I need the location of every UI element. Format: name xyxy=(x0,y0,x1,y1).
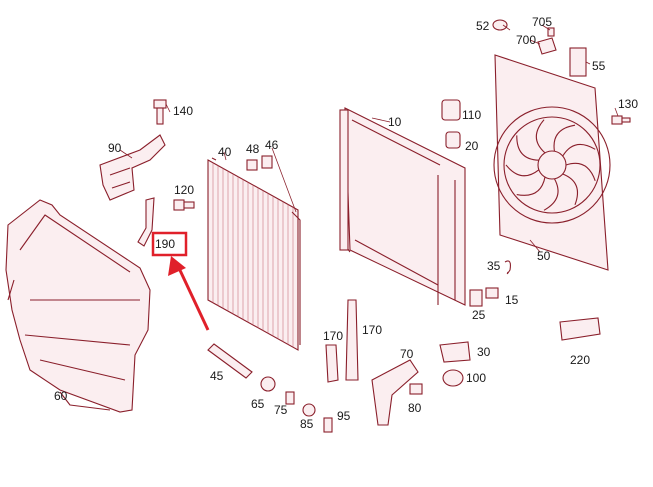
highlight-190 xyxy=(151,231,210,331)
part-20-container xyxy=(445,131,461,149)
label-10: 10 xyxy=(388,115,402,129)
label-75: 75 xyxy=(274,403,288,417)
part-90-bracket xyxy=(99,134,166,201)
fan-blade xyxy=(562,173,578,206)
part-75-bolt xyxy=(285,391,295,405)
fan-blade xyxy=(553,124,576,152)
part-85-washer xyxy=(302,403,316,417)
label-25: 25 xyxy=(472,308,486,322)
fan-blade xyxy=(505,164,540,177)
fan-blade xyxy=(516,135,539,161)
label-705: 705 xyxy=(532,15,552,29)
label-170-right: 170 xyxy=(362,323,382,337)
part-110-cap xyxy=(441,99,461,121)
fan-blade xyxy=(516,177,546,196)
part-55-relay xyxy=(569,47,587,77)
label-48: 48 xyxy=(246,142,260,156)
part-50-fan xyxy=(493,54,611,271)
label-80: 80 xyxy=(408,401,422,415)
label-220: 220 xyxy=(570,353,590,367)
label-85: 85 xyxy=(300,417,314,431)
label-35: 35 xyxy=(487,259,501,273)
fan-blade xyxy=(565,162,596,181)
label-52: 52 xyxy=(476,19,490,33)
label-120: 120 xyxy=(174,183,194,197)
label-95: 95 xyxy=(337,409,351,423)
part-52-cap xyxy=(492,19,508,31)
part-700-clip xyxy=(537,37,557,55)
label-170-left: 170 xyxy=(323,329,343,343)
label-55: 55 xyxy=(592,59,606,73)
label-190: 190 xyxy=(155,237,175,251)
label-15: 15 xyxy=(505,293,519,307)
fan-blade xyxy=(535,119,546,154)
fan-blade xyxy=(562,143,596,157)
part-30-mount xyxy=(439,341,471,363)
highlight-arrow-shaft xyxy=(176,265,210,331)
label-70: 70 xyxy=(400,347,414,361)
highlight-arrow-head xyxy=(168,256,186,276)
label-90: 90 xyxy=(108,141,122,155)
part-15-plug xyxy=(485,287,499,299)
part-190-strut xyxy=(137,197,155,247)
label-65: 65 xyxy=(251,397,265,411)
fan-blade xyxy=(543,178,559,211)
label-700: 700 xyxy=(516,33,536,47)
part-120-bolt xyxy=(173,199,195,211)
part-46-fitting xyxy=(261,155,273,169)
part-170-bracket-left xyxy=(325,344,339,383)
part-170-bracket-right xyxy=(345,299,359,381)
part-48-fitting xyxy=(246,159,258,171)
part-45-dryer xyxy=(207,343,253,379)
label-46: 46 xyxy=(265,138,279,152)
part-10-radiator xyxy=(339,107,466,306)
part-140-bolt xyxy=(153,99,167,125)
part-60-shroud xyxy=(5,199,151,413)
leader-lines xyxy=(119,24,619,253)
label-60: 60 xyxy=(54,389,68,403)
label-30: 30 xyxy=(477,345,491,359)
label-100: 100 xyxy=(466,371,486,385)
part-80-bolt xyxy=(409,383,423,395)
label-140: 140 xyxy=(173,104,193,118)
part-220-clip xyxy=(559,317,601,341)
label-130: 130 xyxy=(618,97,638,111)
part-130-bolt xyxy=(611,115,631,125)
part-95-bolt xyxy=(323,417,333,433)
part-100-bushing xyxy=(442,369,464,387)
label-40: 40 xyxy=(218,145,232,159)
label-45: 45 xyxy=(210,369,224,383)
part-25-drain xyxy=(469,289,483,307)
label-50: 50 xyxy=(537,249,551,263)
highlight-box xyxy=(151,231,188,257)
label-20: 20 xyxy=(465,139,479,153)
part-65-plug xyxy=(260,376,276,392)
part-70-bracket xyxy=(371,359,419,426)
part-40-condenser xyxy=(207,157,301,351)
part-35-clip xyxy=(504,260,511,275)
part-705-pin xyxy=(547,27,555,37)
part-labels: 52 705 700 55 140 110 130 10 90 40 48 46… xyxy=(54,15,638,431)
label-110: 110 xyxy=(462,108,481,122)
